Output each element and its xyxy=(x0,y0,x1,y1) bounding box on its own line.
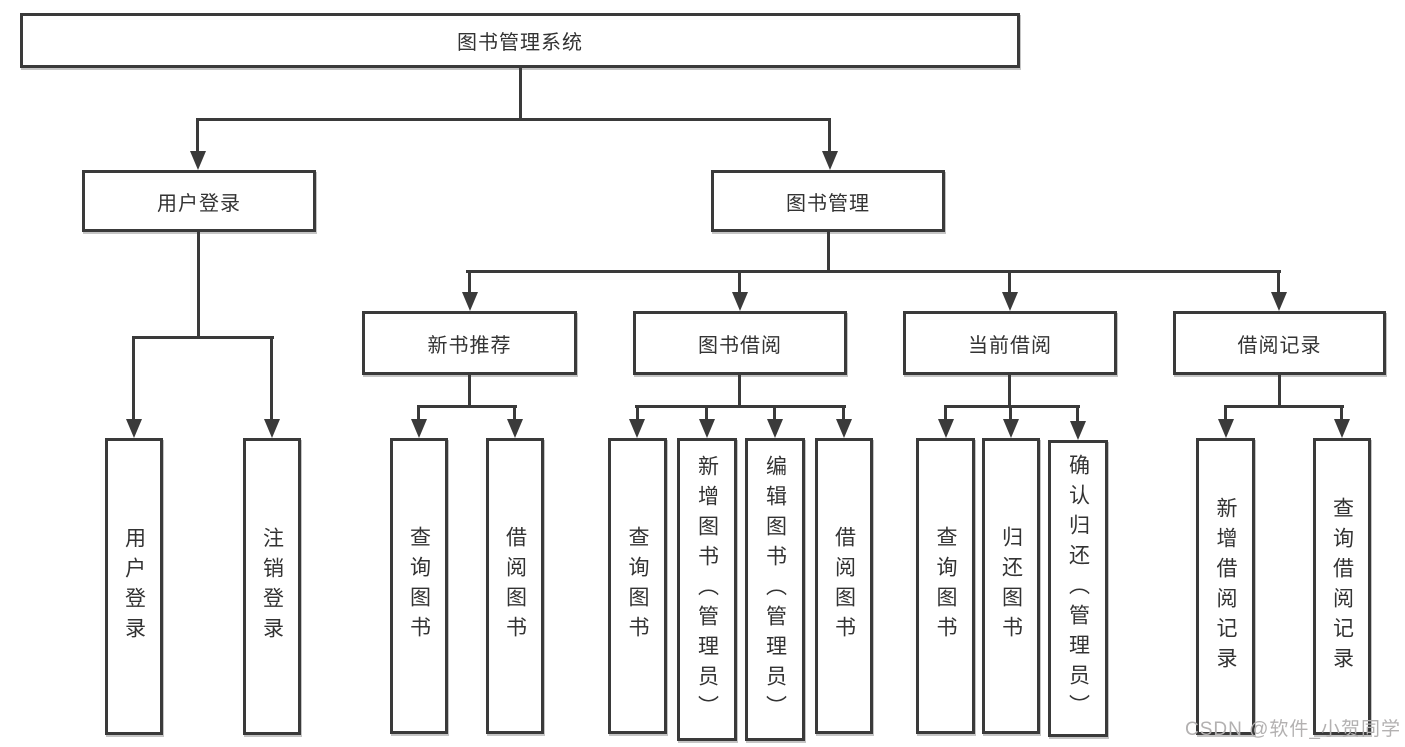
arrow-down-icon xyxy=(1070,421,1086,440)
connector-line xyxy=(944,405,947,422)
node-new-book-recommend-label: 新书推荐 xyxy=(427,334,512,357)
arrow-down-icon xyxy=(462,292,478,311)
leaf-user-login: 用户登录 xyxy=(105,438,163,735)
connector-line xyxy=(1009,405,1012,422)
arrow-down-icon xyxy=(1218,419,1234,438)
connector-line xyxy=(468,270,471,296)
leaf-cb-return-book: 归还图书 xyxy=(982,438,1040,734)
node-user-login-label: 用户登录 xyxy=(157,192,241,215)
node-book-borrow: 图书借阅 xyxy=(633,311,847,375)
arrow-down-icon xyxy=(190,151,206,170)
leaf-cb-return-book-label: 归还图书 xyxy=(999,526,1023,646)
connector-line xyxy=(635,405,846,408)
connector-line xyxy=(1008,270,1011,296)
connector-line xyxy=(1008,375,1011,405)
connector-line xyxy=(132,336,274,339)
leaf-br-query-record-label: 查询借阅记录 xyxy=(1330,496,1354,677)
connector-line xyxy=(1278,375,1281,405)
arrow-down-icon xyxy=(629,419,645,438)
leaf-cb-query-book: 查询图书 xyxy=(916,438,975,734)
connector-line xyxy=(513,405,516,422)
leaf-br-query-record: 查询借阅记录 xyxy=(1313,438,1371,735)
leaf-logout: 注销登录 xyxy=(243,438,301,735)
connector-line xyxy=(270,336,273,421)
node-root: 图书管理系统 xyxy=(20,13,1020,68)
connector-line xyxy=(705,405,708,422)
leaf-rec-borrow-book: 借阅图书 xyxy=(486,438,544,734)
leaf-rec-query-book-label: 查询图书 xyxy=(407,526,431,646)
connector-line xyxy=(1340,405,1343,422)
connector-line xyxy=(773,405,776,422)
connector-line xyxy=(828,118,831,154)
leaf-cb-confirm-return-admin: 确认归还（管理员） xyxy=(1048,440,1108,737)
node-borrow-records-label: 借阅记录 xyxy=(1237,334,1322,357)
leaf-bb-edit-book-admin: 编辑图书（管理员） xyxy=(745,438,805,741)
node-borrow-records: 借阅记录 xyxy=(1173,311,1386,375)
connector-line xyxy=(196,118,831,121)
connector-line xyxy=(944,405,1080,408)
node-user-login: 用户登录 xyxy=(82,170,316,232)
leaf-cb-query-book-label: 查询图书 xyxy=(934,526,957,646)
arrow-down-icon xyxy=(938,419,954,438)
arrow-down-icon xyxy=(1002,292,1018,311)
connector-line xyxy=(827,232,830,270)
leaf-bb-borrow-book: 借阅图书 xyxy=(815,438,873,734)
arrow-down-icon xyxy=(822,151,838,170)
leaf-logout-label: 注销登录 xyxy=(260,526,284,647)
connector-line xyxy=(466,270,1281,273)
connector-line xyxy=(197,232,200,336)
leaf-br-add-record-label: 新增借阅记录 xyxy=(1214,496,1237,677)
arrow-down-icon xyxy=(699,419,715,438)
arrow-down-icon xyxy=(1271,292,1287,311)
watermark: CSDN @软件_小贺同学 xyxy=(1185,719,1401,740)
connector-line xyxy=(1076,405,1079,424)
arrow-down-icon xyxy=(126,419,142,438)
arrow-down-icon xyxy=(836,419,852,438)
leaf-bb-borrow-book-label: 借阅图书 xyxy=(832,526,856,646)
connector-line xyxy=(738,375,741,405)
connector-line xyxy=(1224,405,1227,422)
leaf-user-login-label: 用户登录 xyxy=(122,526,146,647)
node-book-management-label: 图书管理 xyxy=(786,192,870,215)
leaf-bb-add-book-admin: 新增图书（管理员） xyxy=(677,438,737,741)
node-book-management: 图书管理 xyxy=(711,170,945,232)
leaf-bb-query-book-label: 查询图书 xyxy=(626,526,649,646)
arrow-down-icon xyxy=(507,419,523,438)
arrow-down-icon xyxy=(767,419,783,438)
connector-line xyxy=(738,270,741,296)
connector-line xyxy=(132,336,135,421)
connector-line xyxy=(468,375,471,405)
leaf-bb-edit-book-admin-label: 编辑图书（管理员） xyxy=(763,454,787,725)
arrow-down-icon xyxy=(732,292,748,311)
leaf-bb-query-book: 查询图书 xyxy=(608,438,667,734)
connector-line xyxy=(842,405,845,422)
node-current-borrow-label: 当前借阅 xyxy=(968,334,1052,357)
connector-line xyxy=(636,405,639,422)
connector-line xyxy=(417,405,517,408)
arrow-down-icon xyxy=(1003,419,1019,438)
leaf-cb-confirm-return-admin-label: 确认归还（管理员） xyxy=(1066,453,1090,724)
node-new-book-recommend: 新书推荐 xyxy=(362,311,577,375)
connector-line xyxy=(1277,270,1280,296)
node-root-label: 图书管理系统 xyxy=(457,32,583,54)
leaf-bb-add-book-admin-label: 新增图书（管理员） xyxy=(695,454,719,725)
connector-line xyxy=(417,405,420,422)
node-current-borrow: 当前借阅 xyxy=(903,311,1117,375)
connector-line xyxy=(1224,405,1344,408)
node-book-borrow-label: 图书借阅 xyxy=(698,334,782,357)
leaf-rec-borrow-book-label: 借阅图书 xyxy=(503,526,527,646)
connector-line xyxy=(196,118,199,154)
leaf-rec-query-book: 查询图书 xyxy=(390,438,448,734)
arrow-down-icon xyxy=(264,419,280,438)
arrow-down-icon xyxy=(1334,419,1350,438)
arrow-down-icon xyxy=(411,419,427,438)
leaf-br-add-record: 新增借阅记录 xyxy=(1196,438,1255,735)
connector-line xyxy=(519,68,522,118)
